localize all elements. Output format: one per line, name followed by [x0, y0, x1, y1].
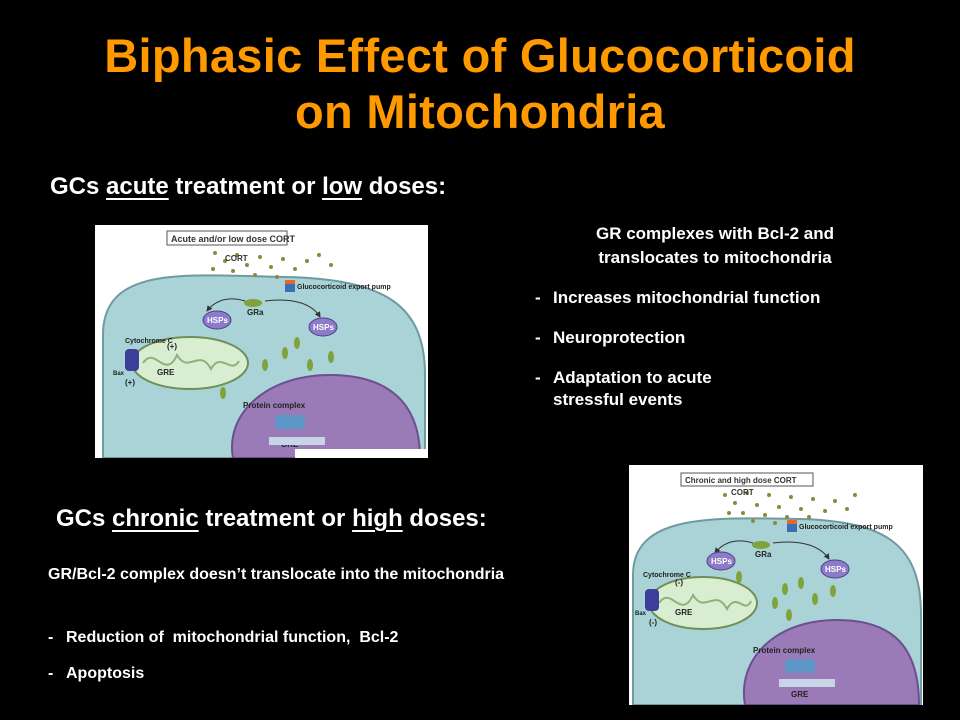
chronic-minus-bottom: (-): [649, 618, 657, 627]
chronic-bax-label: Bax: [635, 611, 647, 617]
acute-note-line-1: GR complexes with Bcl-2 and: [595, 224, 835, 243]
acute-note: GR complexes with Bcl-2 and translocates…: [540, 222, 890, 270]
chronic-hsp-left-icon: [706, 551, 736, 571]
chronic-caption: Chronic and high dose CORT: [685, 476, 797, 485]
chronic-heading-mid: treatment or: [198, 505, 353, 532]
chronic-gra-label: GRa: [755, 550, 772, 559]
acute-gre-mito: GRE: [157, 368, 175, 377]
acute-pump-icon: [285, 280, 295, 292]
chronic-hsps-right: HSPs: [825, 565, 846, 574]
chronic-cytochrome-label: Cytochrome C: [643, 572, 691, 579]
chronic-protein-icon: [785, 659, 815, 673]
chronic-heading: GCs chronic treatment or high doses:: [56, 505, 487, 533]
chronic-note: GR/Bcl-2 complex doesn’t translocate int…: [48, 566, 505, 583]
chronic-gre-nucleus: GRE: [791, 690, 809, 699]
acute-heading-mid: treatment or: [168, 173, 323, 200]
acute-cort-molecules: [211, 251, 333, 279]
slide-title: Biphasic Effect of Glucocorticoid on Mit…: [0, 28, 960, 140]
title-line-2: on Mitochondria: [294, 85, 665, 138]
acute-plus-top: (+): [167, 342, 177, 351]
acute-heading: GCs acute treatment or low doses:: [50, 173, 446, 201]
acute-hsp-right-icon: [308, 317, 338, 337]
list-item: -Apoptosis: [48, 665, 145, 682]
chronic-hsp-right-icon: [820, 559, 850, 579]
acute-plus-bottom: (+): [125, 378, 135, 387]
chronic-bullet-list: -Reduction of mitochondrial function, Bc…: [48, 627, 608, 699]
list-item: -Increases mitochondrial function: [535, 288, 821, 307]
acute-heading-word-acute: acute: [106, 173, 169, 200]
acute-hsps-right: HSPs: [313, 323, 334, 332]
list-item: -Adaptation to acute stressful events: [535, 368, 712, 409]
acute-caption: Acute and/or low dose CORT: [171, 234, 296, 244]
acute-pump-label: Glucocorticoid export pump: [297, 284, 391, 291]
acute-cell-diagram: Acute and/or low dose CORT CORT Glucocor…: [102, 230, 428, 458]
acute-gr-icon: [244, 299, 262, 307]
chronic-pump-icon: [787, 520, 797, 532]
acute-protein-complex: Protein complex: [243, 401, 306, 410]
acute-bax-icon: [125, 349, 139, 371]
acute-cort-label: CORT: [225, 254, 248, 263]
chronic-protein-complex: Protein complex: [753, 646, 816, 655]
acute-hsp-left-icon: [202, 310, 232, 330]
acute-protein-icon: [275, 415, 305, 429]
acute-note-line-2: translocates to mitochondria: [598, 248, 832, 267]
title-line-1: Biphasic Effect of Glucocorticoid: [104, 29, 856, 82]
acute-gra-label: GRa: [247, 308, 264, 317]
chronic-gre-mito: GRE: [675, 608, 693, 617]
acute-cytochrome-label: Cytochrome C: [125, 338, 173, 345]
chronic-gr-receptors: [736, 571, 836, 639]
chronic-figure: Chronic and high dose CORT CORT Glucocor…: [629, 465, 923, 705]
chronic-hsps-left: HSPs: [711, 557, 732, 566]
acute-heading-pre: GCs: [50, 173, 107, 200]
chronic-pump-label: Glucocorticoid export pump: [799, 524, 893, 531]
acute-bax-label: Bax: [113, 371, 125, 377]
acute-heading-word-low: low: [322, 173, 363, 200]
chronic-heading-word-high: high: [352, 505, 403, 532]
chronic-cort-label: CORT: [731, 488, 754, 497]
chronic-bax-icon: [645, 589, 659, 611]
chronic-minus-top: (-): [675, 578, 683, 587]
acute-bullet-list: -Increases mitochondrial function -Neuro…: [535, 287, 915, 411]
acute-hsps-left: HSPs: [207, 316, 228, 325]
acute-heading-post: doses:: [362, 173, 447, 200]
chronic-cort-molecules: [723, 491, 857, 525]
chronic-cell-diagram: Chronic and high dose CORT CORT Glucocor…: [632, 472, 922, 705]
chronic-heading-pre: GCs: [56, 505, 113, 532]
chronic-gr-icon: [752, 541, 770, 549]
list-item: -Neuroprotection: [535, 328, 686, 347]
chronic-heading-post: doses:: [402, 505, 487, 532]
chronic-heading-word-chronic: chronic: [112, 505, 199, 532]
list-item: -Reduction of mitochondrial function, Bc…: [48, 629, 399, 646]
acute-figure: Acute and/or low dose CORT CORT Glucocor…: [95, 225, 428, 458]
